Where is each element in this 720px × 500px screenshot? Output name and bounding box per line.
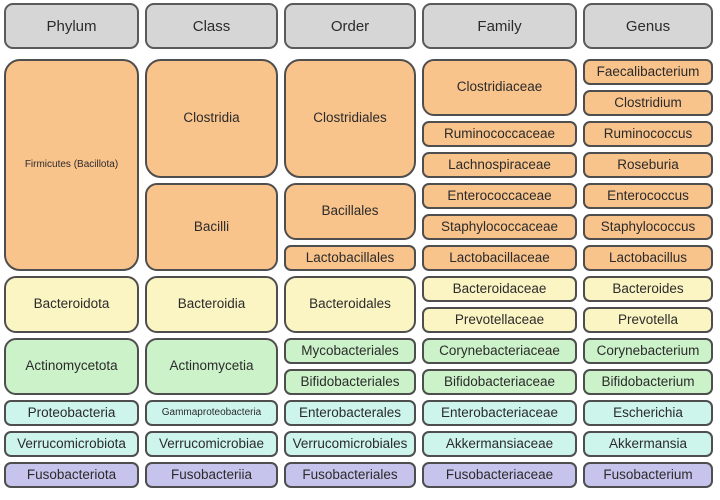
taxon-box-clostridiales: Clostridiales [284, 59, 416, 178]
taxon-box-fusobacteriia: Fusobacteriia [145, 462, 278, 488]
taxon-box-bifidobacteriaceae: Bifidobacteriaceae [422, 369, 577, 395]
taxon-box-verrucomicrobiae: Verrucomicrobiae [145, 431, 278, 457]
taxon-box-actinomycetota: Actinomycetota [4, 338, 139, 395]
taxon-box-lachnospiraceae: Lachnospiraceae [422, 152, 577, 178]
taxon-box-verrucomicrobiales: Verrucomicrobiales [284, 431, 416, 457]
column-header-genus: Genus [583, 3, 713, 49]
taxon-box-gammaproteobacteria: Gammaproteobacteria [145, 400, 278, 426]
taxon-box-prevotella: Prevotella [583, 307, 713, 333]
taxon-box-firmicutes-bacillota: Firmicutes (Bacillota) [4, 59, 139, 271]
taxon-box-enterobacteriaceae: Enterobacteriaceae [422, 400, 577, 426]
taxon-box-fusobacteriota: Fusobacteriota [4, 462, 139, 488]
taxon-box-akkermansiaceae: Akkermansiaceae [422, 431, 577, 457]
column-header-family: Family [422, 3, 577, 49]
taxon-box-proteobacteria: Proteobacteria [4, 400, 139, 426]
taxon-box-bifidobacteriales: Bifidobacteriales [284, 369, 416, 395]
taxon-box-clostridium: Clostridium [583, 90, 713, 116]
taxon-box-bacteroidia: Bacteroidia [145, 276, 278, 333]
taxon-box-corynebacteriaceae: Corynebacteriaceae [422, 338, 577, 364]
taxon-box-fusobacterium: Fusobacterium [583, 462, 713, 488]
taxon-box-actinomycetia: Actinomycetia [145, 338, 278, 395]
taxon-box-lactobacillaceae: Lactobacillaceae [422, 245, 577, 271]
taxon-box-ruminococcus: Ruminococcus [583, 121, 713, 147]
taxon-box-akkermansia: Akkermansia [583, 431, 713, 457]
taxon-box-mycobacteriales: Mycobacteriales [284, 338, 416, 364]
taxon-box-staphylococcus: Staphylococcus [583, 214, 713, 240]
taxon-box-bacteroidales: Bacteroidales [284, 276, 416, 333]
taxon-box-bacteroidaceae: Bacteroidaceae [422, 276, 577, 302]
taxon-box-lactobacillus: Lactobacillus [583, 245, 713, 271]
taxon-box-escherichia: Escherichia [583, 400, 713, 426]
taxon-box-clostridiaceae: Clostridiaceae [422, 59, 577, 116]
taxon-box-verrucomicrobiota: Verrucomicrobiota [4, 431, 139, 457]
taxon-box-bacillales: Bacillales [284, 183, 416, 240]
column-header-phylum: Phylum [4, 3, 139, 49]
taxon-box-prevotellaceae: Prevotellaceae [422, 307, 577, 333]
taxon-box-bacteroides: Bacteroides [583, 276, 713, 302]
taxon-box-faecalibacterium: Faecalibacterium [583, 59, 713, 85]
taxon-box-enterococcus: Enterococcus [583, 183, 713, 209]
taxon-box-fusobacteriales: Fusobacteriales [284, 462, 416, 488]
taxon-box-fusobacteriaceae: Fusobacteriaceae [422, 462, 577, 488]
taxon-box-enterobacterales: Enterobacterales [284, 400, 416, 426]
taxon-box-bacilli: Bacilli [145, 183, 278, 271]
taxon-box-roseburia: Roseburia [583, 152, 713, 178]
taxon-box-ruminococcaceae: Ruminococcaceae [422, 121, 577, 147]
taxon-box-corynebacterium: Corynebacterium [583, 338, 713, 364]
column-header-class: Class [145, 3, 278, 49]
column-header-order: Order [284, 3, 416, 49]
taxon-box-staphylococcaceae: Staphylococcaceae [422, 214, 577, 240]
taxon-box-lactobacillales: Lactobacillales [284, 245, 416, 271]
taxon-box-enterococcaceae: Enterococcaceae [422, 183, 577, 209]
taxon-box-bifidobacterium: Bifidobacterium [583, 369, 713, 395]
taxon-box-clostridia: Clostridia [145, 59, 278, 178]
taxon-box-bacteroidota: Bacteroidota [4, 276, 139, 333]
